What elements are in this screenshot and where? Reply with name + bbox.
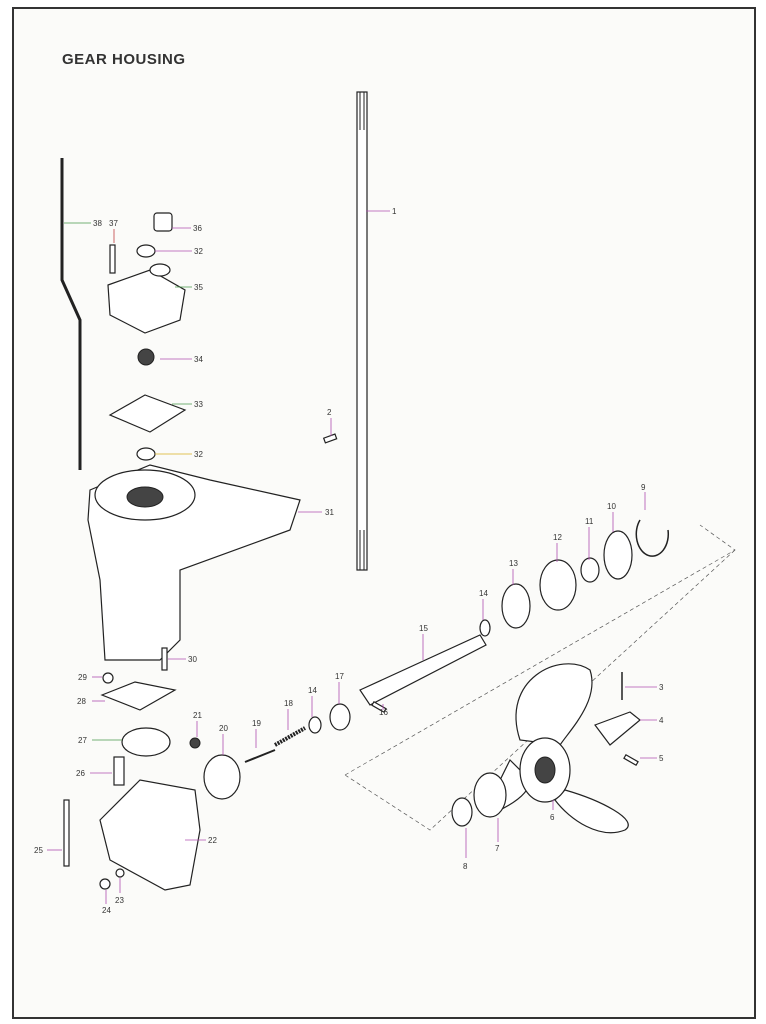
part-number-label: 32 — [194, 247, 203, 256]
part-number-label: 28 — [77, 697, 86, 706]
propeller — [488, 663, 629, 834]
part-number-label: 17 — [335, 672, 344, 681]
part-number-label: 1 — [392, 207, 397, 216]
part-number-label: 24 — [102, 906, 111, 915]
part-number-label: 34 — [194, 355, 203, 364]
bolt — [63, 799, 70, 867]
part-number-label: 20 — [219, 724, 228, 733]
bearing-carrier — [539, 559, 577, 611]
prop-nut — [594, 711, 641, 746]
part-number-label: 30 — [188, 655, 197, 664]
part-number-label: 38 — [93, 219, 102, 228]
part-number-label: 25 — [34, 846, 43, 855]
part-number-label: 14 — [479, 589, 488, 598]
part-number-label: 2 — [327, 408, 332, 417]
part-number-label: 3 — [659, 683, 664, 692]
part-number-label: 11 — [585, 517, 594, 526]
reverse-gear — [501, 583, 531, 629]
water-pump — [107, 212, 187, 461]
drive-shaft — [356, 91, 368, 571]
gasket — [100, 681, 177, 711]
part-number-label: 27 — [78, 736, 87, 745]
part-number-label: 10 — [607, 502, 616, 511]
bearing-housing — [121, 727, 171, 757]
part-number-label: 13 — [509, 559, 518, 568]
part-number-label: 14 — [308, 686, 317, 695]
propeller-shaft — [359, 634, 487, 706]
part-number-label: 16 — [379, 708, 388, 717]
part-number-label: 7 — [495, 844, 500, 853]
part-number-label: 4 — [659, 716, 664, 725]
nut — [102, 672, 114, 684]
shift-rod — [60, 158, 82, 470]
part-number-label: 36 — [193, 224, 202, 233]
gear-housing — [87, 464, 301, 661]
part-number-label: 33 — [194, 400, 203, 409]
lower-gear-case — [99, 779, 201, 891]
part-number-label: 35 — [194, 283, 203, 292]
part-number-label: 31 — [325, 508, 334, 517]
part-number-label: 5 — [659, 754, 664, 763]
clutch-dog — [329, 703, 351, 731]
part-number-label: 32 — [194, 450, 203, 459]
part-number-label: 6 — [550, 813, 555, 822]
key — [113, 756, 125, 786]
forward-gear — [203, 754, 241, 800]
part-number-label: 22 — [208, 836, 217, 845]
part-number-label: 18 — [284, 699, 293, 708]
part-number-label: 12 — [553, 533, 562, 542]
part-number-label: 19 — [252, 719, 261, 728]
part-number-label: 21 — [193, 711, 202, 720]
part-number-label: 37 — [109, 219, 118, 228]
stud — [161, 647, 168, 671]
part-number-label: 15 — [419, 624, 428, 633]
part-number-label: 29 — [78, 673, 87, 682]
diagram-title: GEAR HOUSING — [62, 51, 186, 68]
pin — [322, 433, 338, 444]
part-number-label: 26 — [76, 769, 85, 778]
part-number-label: 8 — [463, 862, 468, 871]
part-number-label: 23 — [115, 896, 124, 905]
part-number-label: 9 — [641, 483, 646, 492]
